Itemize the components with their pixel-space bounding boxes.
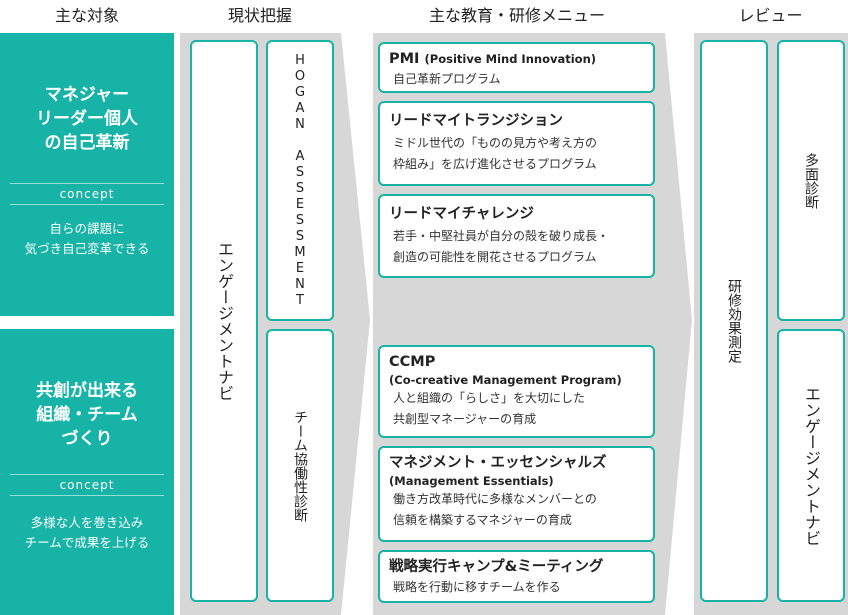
program-english: (Management Essentials) — [389, 474, 554, 488]
target-title-line: づくり — [61, 429, 113, 449]
review-engage-navi-label: エンゲージメントナビ — [802, 385, 821, 546]
target-title-line: リーダー個人 — [36, 109, 138, 129]
target-individual: マネジャー リーダー個人 の自己革新 concept 自らの課題に 気づき自己変… — [0, 33, 174, 316]
target-desc-line: 気づき自己変革できる — [24, 241, 150, 256]
hogan-card: HOGAN ASSESSMENT — [266, 40, 334, 321]
program-title: 戦略実行キャンプ&ミーティング — [389, 559, 604, 575]
target-desc-line: 多様な人を巻き込み — [30, 515, 144, 530]
program-title: マネジメント・エッセンシャルズ — [389, 455, 607, 471]
program-desc-line: 枠組み」を広げ進化させるプログラム — [393, 157, 597, 171]
engage-navi-card: エンゲージメントナビ — [190, 40, 258, 602]
multi-card: 多面診断 — [777, 40, 845, 321]
program-desc-line: 自己革新プログラム — [393, 72, 501, 86]
program-english: (Co-creative Management Program) — [389, 373, 622, 387]
program-card-essentials: マネジメント・エッセンシャルズ (Management Essentials) … — [378, 446, 655, 542]
program-card-challenge: リードマイチャレンジ 若手・中堅社員が自分の殻を破り成長・ 創造の可能性を開花さ… — [378, 194, 655, 278]
effect-label: 研修効果測定 — [726, 279, 742, 363]
program-desc-line: 人と組織の「らしさ」を大切にした — [393, 391, 586, 405]
target-title-line: の自己革新 — [44, 133, 130, 153]
effect-card: 研修効果測定 — [700, 40, 768, 602]
target-title-line: マネジャー — [44, 85, 130, 105]
program-desc-line: 戦略を行動に移すチームを作る — [393, 580, 561, 594]
program-desc-line: 若手・中堅社員が自分の殻を破り成長・ — [393, 229, 610, 243]
program-desc-line: 創造の可能性を開花させるプログラム — [393, 250, 597, 264]
program-card-camp: 戦略実行キャンプ&ミーティング 戦略を行動に移すチームを作る — [378, 550, 655, 603]
program-title-sub: (Positive Mind Innovation) — [424, 52, 597, 66]
program-title: PMI — [389, 51, 420, 67]
concept-label: concept — [10, 474, 164, 496]
program-title: リードマイチャレンジ — [389, 206, 534, 222]
target-desc-line: チームで成果を上げる — [24, 535, 150, 550]
program-desc-line: 共創型マネージャーの育成 — [393, 412, 537, 426]
program-card-pmi: PMI (Positive Mind Innovation) 自己革新プログラム — [378, 42, 655, 93]
review-engage-navi-card: エンゲージメントナビ — [777, 329, 845, 602]
program-title: リードマイトランジション — [389, 113, 563, 129]
concept-label: concept — [10, 183, 164, 205]
engage-navi-label: エンゲージメントナビ — [215, 241, 234, 401]
program-card-transition: リードマイトランジション ミドル世代の「ものの見方や考え方の 枠組み」を広げ進化… — [378, 101, 655, 186]
target-team: 共創が出来る 組織・チーム づくり concept 多様な人を巻き込み チームで… — [0, 329, 174, 615]
header-programs: 主な教育・研修メニュー — [428, 6, 605, 25]
header-review: レビュー — [738, 6, 803, 25]
header-assessment: 現状把握 — [227, 6, 292, 25]
multi-label: 多面診断 — [803, 152, 819, 209]
program-desc-line: 働き方改革時代に多様なメンバーとの — [393, 492, 597, 506]
team-diag-card: チーム協働性診断 — [266, 329, 334, 602]
target-title-line: 共創が出来る — [36, 381, 138, 401]
header-targets: 主な対象 — [54, 6, 119, 25]
program-desc-line: ミドル世代の「ものの見方や考え方の — [393, 136, 598, 150]
program-desc-line: 信頼を構築するマネジャーの育成 — [393, 513, 572, 527]
program-title: CCMP — [389, 354, 436, 370]
program-card-ccmp: CCMP (Co-creative Management Program) 人と… — [378, 345, 655, 438]
target-title-line: 組織・チーム — [36, 405, 138, 425]
hogan-label: HOGAN ASSESSMENT — [292, 52, 308, 309]
team-diag-label: チーム協働性診断 — [292, 409, 308, 522]
target-desc-line: 自らの課題に — [49, 221, 125, 236]
